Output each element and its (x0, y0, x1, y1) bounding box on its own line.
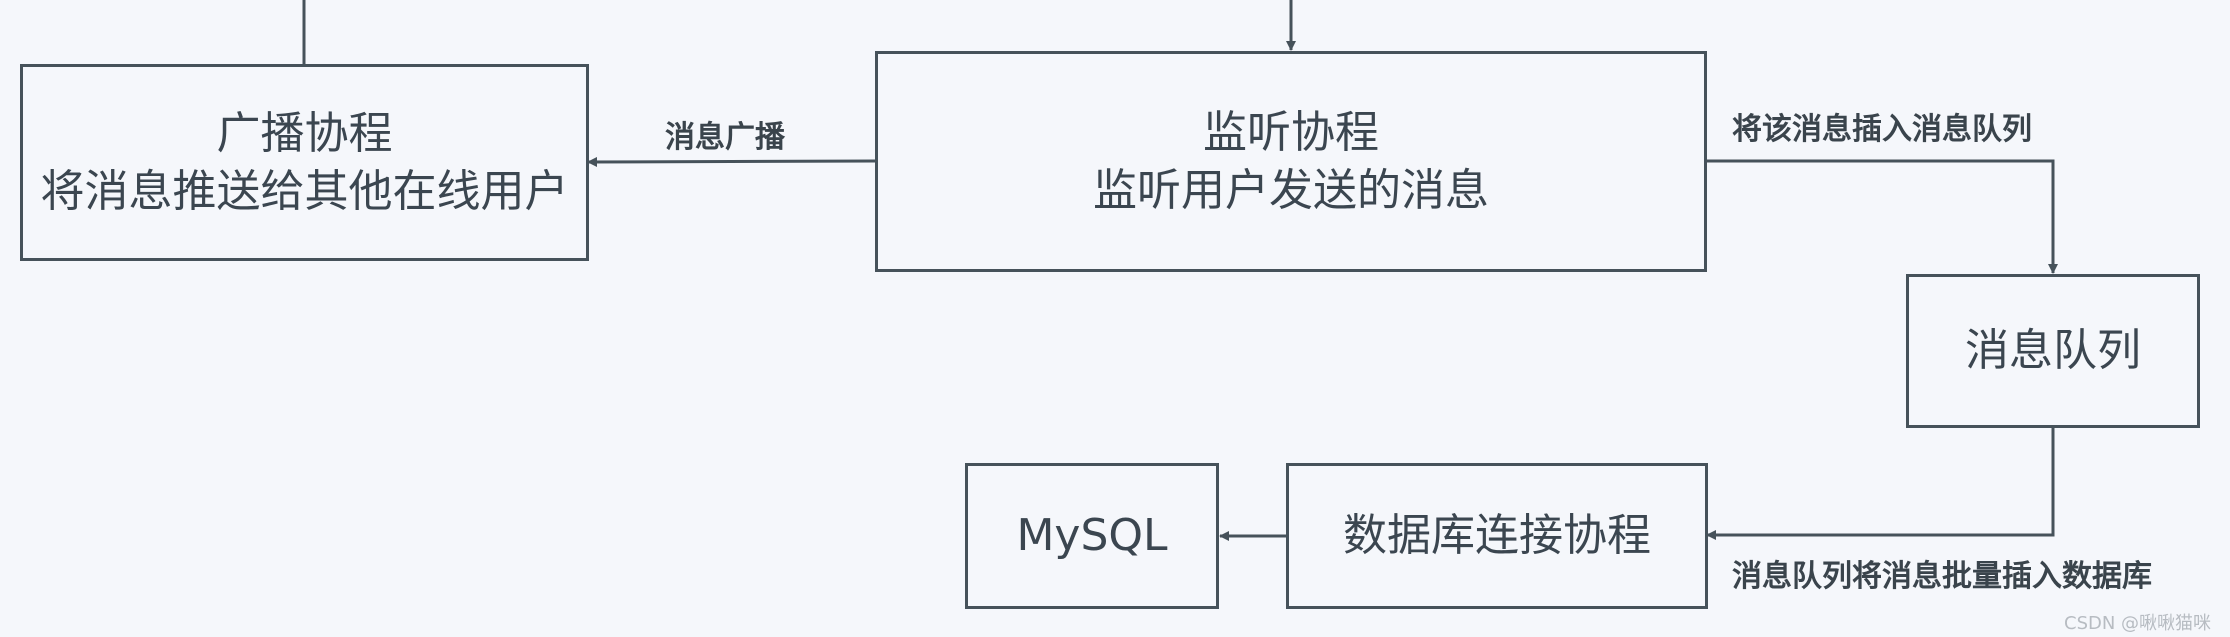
edge-label-broadcast: 消息广播 (665, 112, 785, 156)
broadcast-coroutine-node: 广播协程 将消息推送给其他在线用户 (20, 64, 589, 261)
edge-label-batch-insert: 消息队列将消息批量插入数据库 (1732, 551, 2152, 595)
message-queue-title: 消息队列 (1965, 325, 2141, 377)
db-connection-coroutine-node: 数据库连接协程 (1286, 463, 1708, 609)
mysql-title: MySQL (1016, 510, 1168, 562)
listen-coroutine-node: 监听协程 监听用户发送的消息 (875, 51, 1707, 272)
broadcast-coroutine-title: 广播协程 (216, 108, 393, 160)
broadcast-coroutine-desc: 将消息推送给其他在线用户 (40, 165, 569, 217)
watermark: CSDN @啾啾猫咪 (2064, 613, 2212, 634)
message-queue-node: 消息队列 (1906, 274, 2200, 428)
listen-coroutine-title: 监听协程 (1203, 107, 1379, 159)
mysql-node: MySQL (965, 463, 1219, 609)
edge-listen-to-broadcast (587, 156, 876, 167)
edge-label-enqueue: 将该消息插入消息队列 (1732, 104, 2032, 148)
edge-queue-to-db-conn (1706, 427, 2055, 540)
listen-coroutine-desc: 监听用户发送的消息 (1093, 164, 1489, 216)
db-connection-coroutine-title: 数据库连接协程 (1343, 510, 1651, 562)
edge-listen-to-queue (1706, 159, 2058, 274)
